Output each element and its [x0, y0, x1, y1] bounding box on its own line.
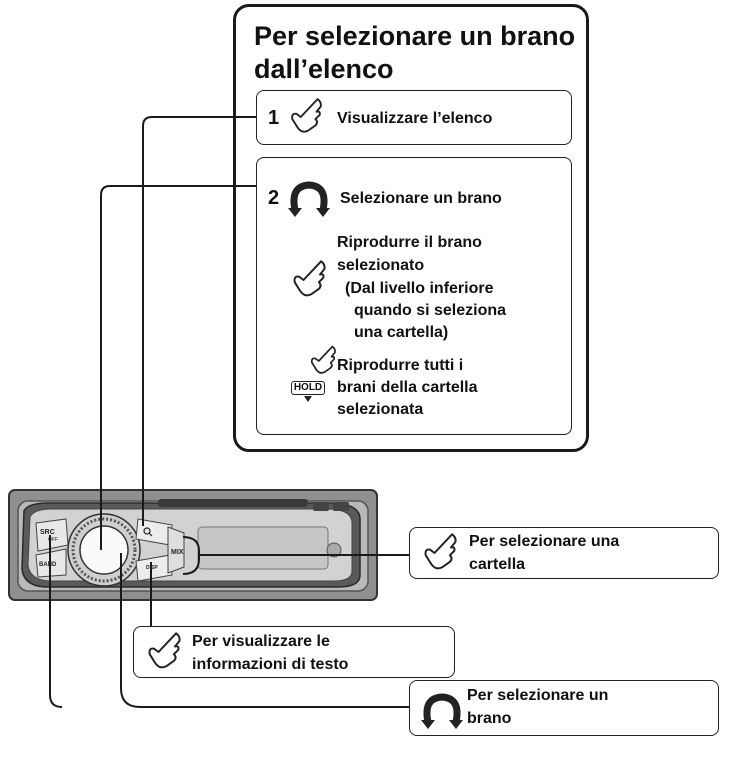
disp-button-label: DISP — [146, 565, 158, 571]
text-info-callout-box — [133, 626, 455, 678]
hold-badge-label: HOLD — [293, 382, 323, 393]
panel-title: Per selezionare un brano dall’elenco — [254, 20, 584, 86]
press-finger-icon — [424, 533, 457, 570]
hold-arrow-icon — [304, 396, 312, 402]
rotate-knob-icon — [421, 693, 463, 729]
press-finger-icon — [293, 260, 326, 297]
band-button-label: BAND — [39, 562, 57, 568]
play-all-text-3: selezionata — [337, 401, 424, 418]
play-note-text-3: una cartella) — [354, 324, 449, 341]
press-hold-icon: HOLD — [291, 381, 325, 395]
play-track-text-2: selezionato — [337, 257, 425, 274]
track-callout-text-2: brano — [467, 710, 512, 727]
play-track-text-1: Riprodurre il brano — [337, 234, 482, 251]
folder-callout-text-1: Per selezionare una — [469, 533, 620, 550]
play-note-text-1: (Dal livello inferiore — [345, 280, 494, 297]
panel-title-line-1: Per selezionare un brano — [254, 21, 576, 51]
step-1-number: 1 — [268, 107, 280, 129]
src-button-label: SRC — [40, 529, 55, 536]
step-1-box — [256, 90, 572, 145]
press-finger-icon — [148, 632, 181, 669]
panel-title-line-2: dall’elenco — [254, 54, 394, 84]
folder-callout-text-2: cartella — [469, 556, 526, 573]
car-stereo-front-panel: SRC OFF BAND MIX DISP — [8, 489, 378, 601]
mix-button-label: MIX — [171, 549, 184, 556]
rotate-knob-icon — [288, 181, 330, 217]
play-all-text-1: Riprodurre tutti i — [337, 357, 464, 374]
press-finger-icon — [310, 345, 336, 374]
folder-callout-box — [409, 527, 719, 579]
track-callout-text-1: Per selezionare un — [467, 687, 609, 704]
step-2-text: Selezionare un brano — [340, 190, 502, 207]
src-off-label: OFF — [48, 537, 58, 543]
press-finger-icon — [291, 98, 322, 133]
play-note-text-2: quando si seleziona — [354, 302, 507, 319]
text-info-callout-text-1: Per visualizzare le — [192, 633, 330, 650]
track-callout-box — [409, 680, 719, 736]
text-info-callout-text-2: informazioni di testo — [192, 656, 349, 673]
step-1-text: Visualizzare l’elenco — [337, 110, 493, 127]
step-2-number: 2 — [268, 187, 280, 209]
play-all-text-2: brani della cartella — [337, 379, 478, 396]
